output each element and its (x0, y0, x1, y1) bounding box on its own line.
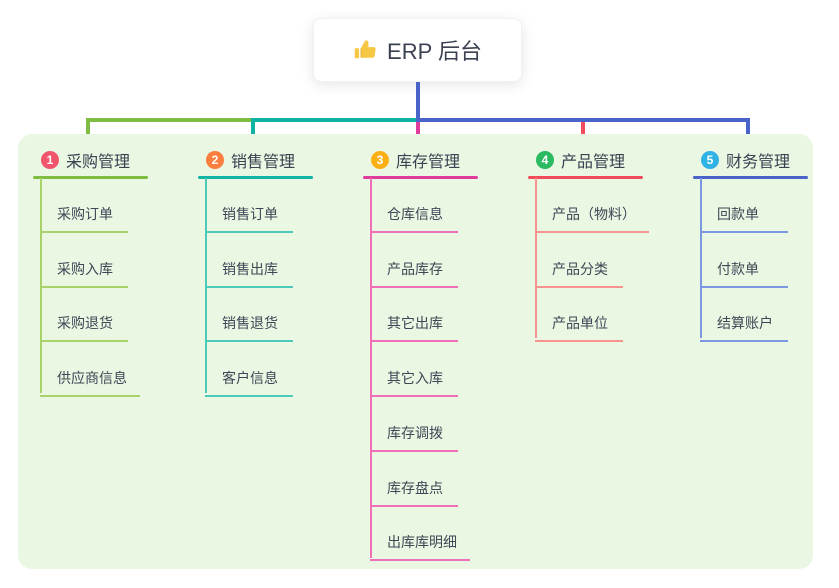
branch-number-badge: 1 (41, 151, 59, 169)
branch-connector-line (205, 178, 207, 393)
child-node[interactable]: 采购退货 (40, 313, 128, 342)
child-node[interactable]: 其它出库 (370, 313, 458, 342)
child-node[interactable]: 其它入库 (370, 368, 458, 397)
child-node[interactable]: 客户信息 (205, 368, 293, 397)
branch-connector-line (700, 178, 702, 338)
child-node[interactable]: 库存盘点 (370, 478, 458, 507)
branch-underline (363, 176, 478, 179)
branch-connector-line (40, 178, 42, 393)
branch-product-header[interactable]: 4 产品管理 (536, 148, 625, 172)
branch-purchase-header[interactable]: 1 采购管理 (41, 148, 130, 172)
branch-number-badge: 2 (206, 151, 224, 169)
child-node[interactable]: 结算账户 (700, 313, 788, 342)
branch-title: 财务管理 (726, 154, 791, 171)
branch-underline (33, 176, 148, 179)
branch-title: 产品管理 (561, 154, 626, 171)
root-title: ERP 后台 (387, 39, 482, 64)
child-node[interactable]: 仓库信息 (370, 204, 458, 233)
drop-line-inventory (416, 118, 420, 145)
child-node[interactable]: 库存调拨 (370, 423, 458, 452)
child-node[interactable]: 出库库明细 (370, 532, 470, 561)
branch-finance-header[interactable]: 5 财务管理 (701, 148, 790, 172)
branch-number-badge: 3 (371, 151, 389, 169)
branch-underline (198, 176, 313, 179)
child-node[interactable]: 销售退货 (205, 313, 293, 342)
drop-line-purchase (86, 118, 90, 145)
child-node[interactable]: 销售订单 (205, 204, 293, 233)
child-node[interactable]: 产品库存 (370, 259, 458, 288)
connector-segment-right (416, 118, 750, 122)
drop-line-sales (251, 118, 255, 145)
root-connector-line (416, 82, 420, 122)
branch-sales-header[interactable]: 2 销售管理 (206, 148, 295, 172)
branch-underline (693, 176, 808, 179)
drop-line-product (581, 118, 585, 145)
child-node[interactable]: 供应商信息 (40, 368, 140, 397)
child-node[interactable]: 产品分类 (535, 259, 623, 288)
child-node[interactable]: 付款单 (700, 259, 788, 288)
drop-line-finance (746, 118, 750, 145)
branch-connector-line (370, 178, 372, 558)
branch-title: 库存管理 (396, 154, 461, 171)
child-node[interactable]: 回款单 (700, 204, 788, 233)
branch-underline (528, 176, 643, 179)
child-node[interactable]: 产品（物料） (535, 204, 649, 233)
branch-number-badge: 5 (701, 151, 719, 169)
branch-title: 销售管理 (231, 154, 296, 171)
child-node[interactable]: 采购订单 (40, 204, 128, 233)
thumbs-up-icon (354, 40, 376, 59)
branch-connector-line (535, 178, 537, 338)
child-node[interactable]: 产品单位 (535, 313, 623, 342)
root-node-erp[interactable]: ERP 后台 (313, 18, 522, 82)
connector-segment-left (86, 118, 255, 122)
branches-panel (18, 134, 813, 569)
connector-segment-middle (251, 118, 420, 122)
child-node[interactable]: 销售出库 (205, 259, 293, 288)
branch-title: 采购管理 (66, 154, 131, 171)
child-node[interactable]: 采购入库 (40, 259, 128, 288)
branch-number-badge: 4 (536, 151, 554, 169)
branch-inventory-header[interactable]: 3 库存管理 (371, 148, 460, 172)
